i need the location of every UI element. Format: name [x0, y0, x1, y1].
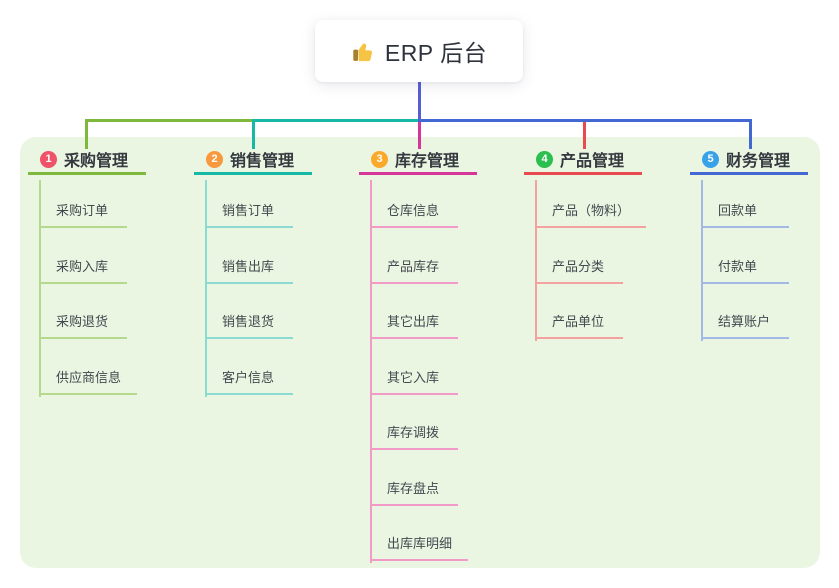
branch-node-1[interactable]: 1 采购管理	[28, 146, 146, 175]
child-node[interactable]: 付款单	[701, 252, 789, 284]
branch-trunk-line	[701, 180, 703, 341]
branch-number-badge: 2	[206, 150, 223, 168]
bus-segment-left	[85, 119, 255, 122]
thumbs-up-icon	[351, 39, 376, 64]
child-node[interactable]: 产品单位	[535, 307, 623, 339]
root-connector-line	[417, 82, 421, 122]
child-node[interactable]: 仓库信息	[370, 196, 458, 228]
child-node[interactable]: 产品库存	[370, 252, 458, 284]
branch-drop-line	[583, 122, 586, 149]
child-node[interactable]: 供应商信息	[39, 363, 138, 395]
child-node[interactable]: 销售退货	[205, 307, 293, 339]
branch-trunk-line	[370, 180, 372, 563]
child-node[interactable]: 其它入库	[370, 363, 458, 395]
branch-node-label: 库存管理	[395, 153, 460, 170]
branch-number-badge: 3	[371, 150, 388, 168]
root-node[interactable]: ERP 后台	[315, 20, 523, 82]
branch-trunk-line	[535, 180, 537, 341]
branch-node-label: 销售管理	[230, 153, 295, 170]
bus-segment-right	[417, 119, 752, 122]
branch-node-4[interactable]: 4 产品管理	[524, 146, 642, 175]
branch-number-badge: 5	[702, 150, 719, 168]
child-node[interactable]: 产品（物料）	[535, 196, 647, 228]
branch-number-badge: 4	[536, 150, 553, 168]
bus-segment-middle	[252, 119, 418, 122]
child-node[interactable]: 采购退货	[39, 307, 127, 339]
branch-node-2[interactable]: 2 销售管理	[194, 146, 312, 175]
branch-number-badge: 1	[40, 150, 57, 168]
branch-node-label: 财务管理	[726, 153, 791, 170]
child-node[interactable]: 销售出库	[205, 252, 293, 284]
branch-node-5[interactable]: 5 财务管理	[690, 146, 808, 175]
child-node[interactable]: 回款单	[701, 196, 789, 228]
child-node[interactable]: 其它出库	[370, 307, 458, 339]
branch-drop-line	[85, 122, 88, 149]
child-node[interactable]: 出库库明细	[370, 529, 469, 561]
branch-drop-line	[417, 122, 421, 149]
branch-node-label: 产品管理	[560, 153, 625, 170]
child-node[interactable]: 库存盘点	[370, 474, 458, 506]
branch-drop-line	[748, 122, 752, 149]
child-node[interactable]: 采购入库	[39, 252, 127, 284]
child-node[interactable]: 销售订单	[205, 196, 293, 228]
child-node[interactable]: 客户信息	[205, 363, 293, 395]
child-node[interactable]: 结算账户	[701, 307, 789, 339]
branch-trunk-line	[39, 180, 41, 397]
root-node-label: ERP 后台	[384, 40, 488, 66]
child-node[interactable]: 采购订单	[39, 196, 127, 228]
child-node[interactable]: 库存调拨	[370, 418, 458, 450]
mindmap-panel	[20, 137, 820, 568]
branch-node-3[interactable]: 3 库存管理	[359, 146, 477, 175]
child-node[interactable]: 产品分类	[535, 252, 623, 284]
branch-drop-line	[252, 122, 255, 149]
branch-node-label: 采购管理	[64, 153, 129, 170]
branch-trunk-line	[205, 180, 207, 397]
